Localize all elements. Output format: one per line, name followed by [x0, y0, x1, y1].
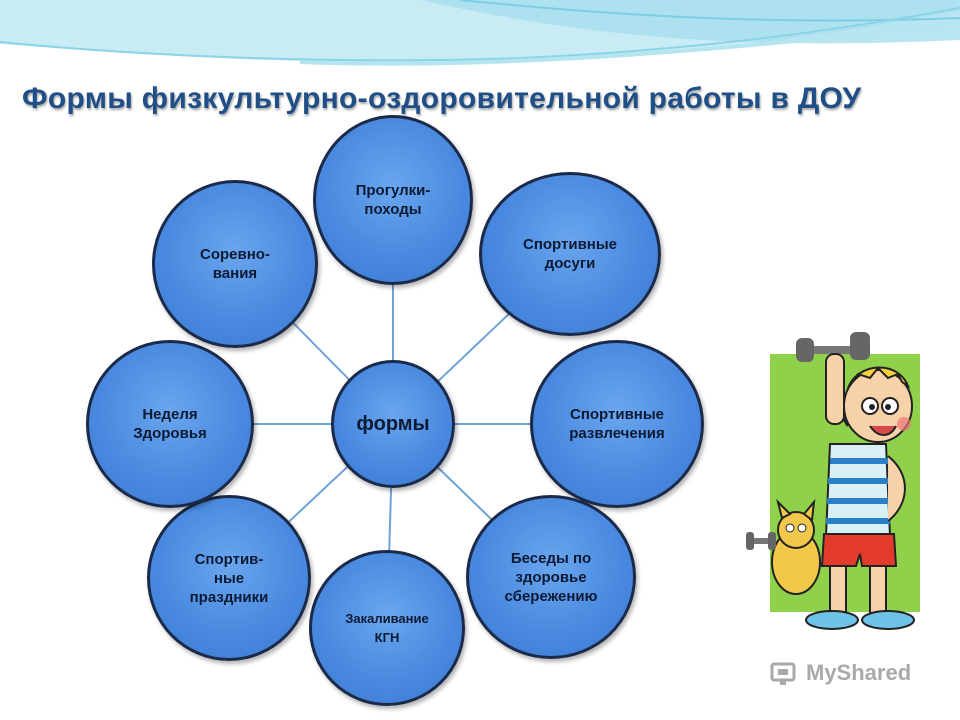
- node-holidays: Спортив- ные праздники: [147, 495, 311, 661]
- node-hardening: Закаливание КГН: [309, 550, 465, 706]
- node-label: Неделя Здоровья: [133, 406, 207, 442]
- node-label: Закаливание КГН: [345, 611, 429, 645]
- node-sport-entertainment: Спортивные развлечения: [530, 340, 704, 508]
- node-walks: Прогулки- походы: [313, 115, 473, 285]
- watermark: MyShared: [770, 660, 911, 686]
- node-label: Спортив- ные праздники: [189, 550, 269, 606]
- node-center: формы: [331, 360, 455, 488]
- node-health-week: Неделя Здоровья: [86, 340, 254, 508]
- node-label: Спортивные досуги: [522, 236, 618, 272]
- center-label: формы: [356, 412, 430, 435]
- node-talks: Беседы по здоровье сбережению: [466, 495, 636, 659]
- athlete-with-dumbbell-and-cat-icon: [746, 332, 920, 630]
- node-label: Соревно- вания: [200, 246, 270, 282]
- watermark-text: MyShared: [806, 660, 912, 685]
- node-label: Спортивные развлечения: [569, 406, 665, 442]
- node-competitions: Соревно- вания: [152, 180, 318, 348]
- node-label: Беседы по здоровье сбережению: [504, 549, 598, 605]
- node-sport-leisure: Спортивные досуги: [479, 172, 661, 336]
- header-waves-decoration: [0, 0, 960, 66]
- myshared-logo-icon: [770, 662, 796, 685]
- node-label: Прогулки- походы: [355, 182, 431, 218]
- slide-title: Формы физкультурно-оздоровительной работ…: [22, 82, 862, 115]
